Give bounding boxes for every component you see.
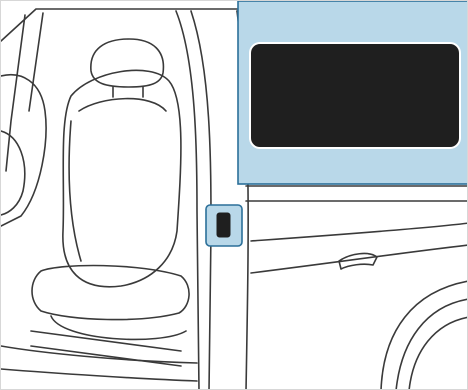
door-body-line [251,223,468,241]
magnified-label [250,43,460,148]
door-jamb-back [191,11,211,390]
wheel-arch-inner [396,299,468,390]
seat-side-bolster [69,121,81,261]
door-character-line [251,245,468,273]
headrest-post [113,87,143,97]
seat-cushion [32,266,189,320]
steering-area [1,131,25,215]
windshield-pillar [6,15,25,171]
floor-line [1,369,197,381]
headrest [91,39,164,87]
marker-label-symbol [217,213,230,237]
roof-line [1,9,241,41]
seat-back-seam [79,99,166,111]
wheel-arch-outer [381,281,468,390]
label-location-marker [206,205,242,246]
tire [409,317,468,390]
label-callout [238,1,468,184]
seat-back [63,70,181,286]
